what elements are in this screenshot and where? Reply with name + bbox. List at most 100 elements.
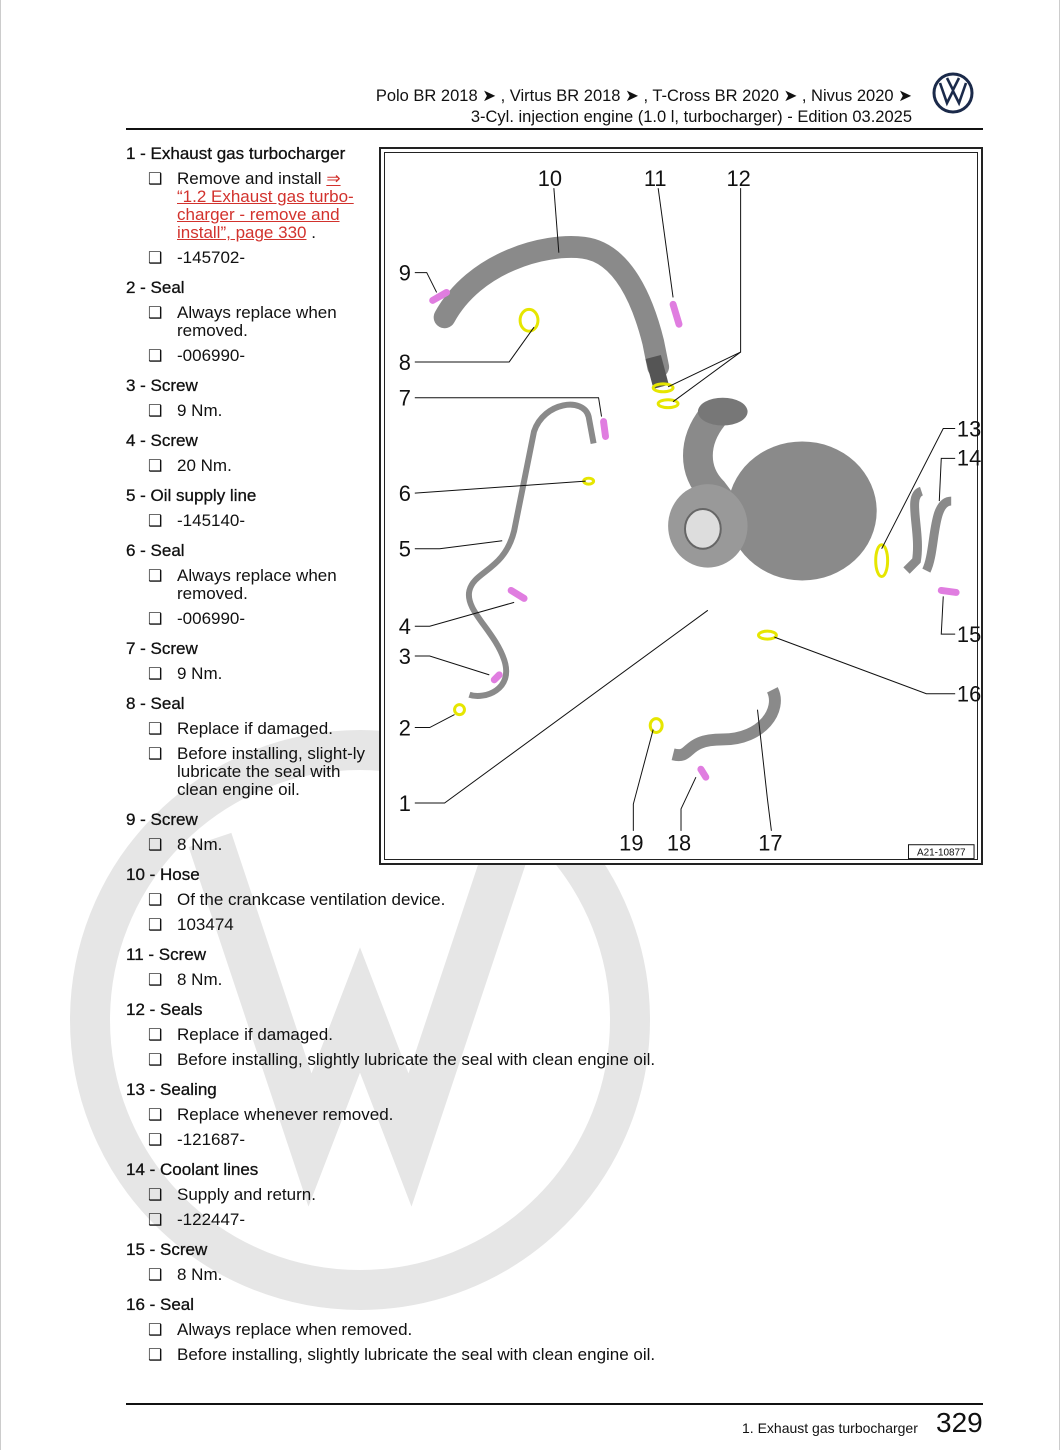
callout-label: 5: [399, 537, 411, 562]
item-title: 10 - Hose: [126, 865, 200, 884]
bullet-point: ❑ Of the crankcase ventilation device.: [126, 890, 983, 910]
screw: [937, 586, 960, 596]
figure-code-box: [907, 844, 975, 860]
page-number: 329: [936, 1407, 983, 1438]
callout-label: 18: [667, 831, 691, 856]
checkbox-bullet-icon: ❑: [148, 1347, 163, 1364]
bullet-text: Supply and return.: [177, 1185, 316, 1204]
bullet-text: Before installing, slightly lubricate th…: [177, 1050, 656, 1069]
seal-ring: [874, 543, 890, 579]
leader-line: [881, 428, 956, 549]
list-item: 13 - Sealing❑Replace whenever removed.❑-…: [126, 1080, 983, 1149]
bullet-point: ❑ Before installing, slightly lubricate t…: [126, 1345, 983, 1365]
callout-label: 16: [957, 682, 981, 707]
bullet-suffix: .: [306, 223, 316, 242]
seal-ring: [648, 717, 664, 734]
callout-label: 10: [538, 166, 562, 191]
list-item: 3 - Screw❑9 Nm.: [126, 376, 983, 421]
bullet-point: ❑ -006990-: [126, 609, 983, 629]
bullet-point: ❑20 Nm.: [126, 457, 983, 476]
bullet-text: 9 Nm.: [177, 664, 223, 683]
callout-label: 15: [957, 622, 981, 647]
item-title: 2 - Seal: [126, 278, 185, 297]
callout-label: 8: [399, 350, 411, 375]
callout-label: 14: [957, 445, 981, 470]
seal-ring: [656, 398, 680, 410]
checkbox-bullet-icon: ❑: [148, 972, 163, 989]
list-item: 16 - Seal❑Always replace when removed.❑B…: [126, 1295, 983, 1365]
watermark-logo-icon: [70, 730, 650, 1310]
seal-ring: [651, 382, 675, 394]
list-item: 7 - Screw❑9 Nm.: [126, 639, 983, 684]
bullet-point: ❑-122447-: [126, 1211, 983, 1230]
bullet-point: ❑Supply and return.: [126, 1185, 983, 1205]
leader-line: [414, 480, 586, 494]
checkbox-bullet-icon: ❑: [148, 348, 163, 365]
bullet-text: Always replace when removed.: [177, 303, 337, 340]
seal-ring: [757, 629, 778, 641]
bullet-point: ❑Before installing, slightly lubricate t…: [126, 1050, 983, 1070]
list-item: 1 - Exhaust gas turbocharger ❑Remove and …: [126, 144, 983, 267]
seal-ring: [518, 307, 540, 333]
checkbox-bullet-icon: ❑: [148, 458, 163, 475]
list-item: 5 - Oil supply line❑-145140-: [126, 486, 983, 530]
screw: [490, 671, 503, 684]
bullet-point: ❑Remove and install ⇒ “1.2 Exhaust gas t…: [126, 170, 983, 242]
callout-label: 13: [957, 416, 981, 441]
leader-line: [414, 272, 438, 293]
turbine-housing: [727, 441, 877, 581]
cross-reference-link[interactable]: ⇒ “1.2 Exhaust gas turbo-charger - remov…: [177, 169, 354, 242]
bullet-text: 9 Nm.: [177, 401, 223, 420]
callout-label: 19: [619, 831, 643, 856]
bullet-point: ❑8 Nm.: [126, 1265, 983, 1285]
leader-line: [632, 729, 654, 831]
bullet-point: ❑ 9 Nm.: [126, 401, 983, 421]
screw: [669, 300, 683, 328]
bullet-point: ❑8 Nm.: [126, 971, 983, 990]
checkbox-bullet-icon: ❑: [148, 666, 163, 683]
checkbox-bullet-icon: ❑: [148, 721, 163, 738]
coolant-return-line: [671, 687, 781, 762]
item-title: 1 - Exhaust gas turbocharger: [126, 144, 346, 163]
checkbox-bullet-icon: ❑: [148, 1132, 163, 1149]
bullet-text: -006990-: [177, 609, 246, 628]
bullet-text: Replace if damaged.: [177, 719, 333, 738]
leader-line: [414, 609, 709, 804]
crankcase-hose: [433, 236, 670, 378]
bullet-text: Always replace when removed.: [177, 1320, 413, 1339]
checkbox-bullet-icon: ❑: [148, 403, 163, 420]
checkbox-bullet-icon: ❑: [148, 1322, 163, 1339]
item-title: 5 - Oil supply line: [126, 486, 257, 505]
checkbox-bullet-icon: ❑: [148, 611, 163, 628]
bullet-text: Of the crankcase ventilation device.: [177, 890, 446, 909]
bullet-text: -145140-: [177, 511, 246, 530]
figure-code: A21-10877: [917, 848, 966, 859]
footer-rule: [126, 1403, 983, 1405]
bullet-text: Before installing, slightly lubricate th…: [177, 1345, 656, 1364]
item-title: 4 - Screw: [126, 431, 198, 450]
seal-ring: [453, 703, 466, 717]
bullet-text: Before installing, slight-ly lubricate t…: [177, 744, 366, 799]
screw: [697, 765, 710, 781]
bullet-text: 8 Nm.: [177, 835, 223, 854]
bullet-text: 8 Nm.: [177, 1265, 223, 1284]
bullet-point: ❑ Always replace when removed.: [126, 1320, 983, 1340]
bullet-point: ❑Replace if damaged.: [126, 1026, 983, 1045]
bullet-point: ❑ 9 Nm.: [126, 664, 983, 684]
callout-label: 1: [399, 791, 411, 816]
checkbox-bullet-icon: ❑: [148, 892, 163, 909]
bullet-point: ❑ Replace if damaged.: [126, 719, 983, 739]
checkbox-bullet-icon: ❑: [148, 1107, 163, 1124]
bullet-text: Always replace when removed.: [177, 566, 337, 603]
item-title: 12 - Seals: [126, 1000, 203, 1019]
turbo-outlet-flange: [697, 397, 748, 426]
bullet-point: ❑ Before installing, slight-ly lubricate …: [126, 745, 983, 799]
checkbox-bullet-icon: ❑: [148, 746, 163, 763]
bullet-point: ❑-006990-: [126, 347, 983, 366]
leader-line: [757, 709, 772, 831]
leader-line: [680, 776, 697, 831]
checkbox-bullet-icon: ❑: [148, 568, 163, 585]
header-engine: 3-Cyl. injection engine (1.0 l, turbocha…: [470, 108, 912, 126]
